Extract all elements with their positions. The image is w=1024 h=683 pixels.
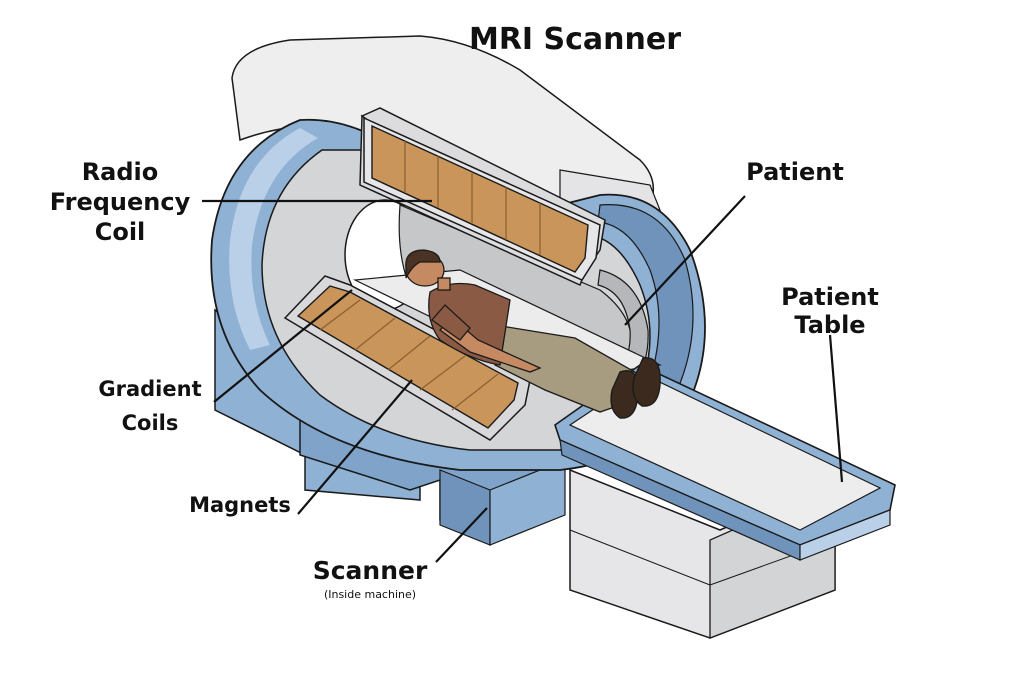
leader-gradient-coils [213,289,353,403]
label-scanner: Scanner [312,556,428,585]
patient-figure [405,249,661,419]
patient-shoe-right [632,357,661,407]
label-grad-line-1: Gradient [98,377,202,401]
scanner-ring-highlight [229,128,318,350]
label-rf-line-2: Frequency [49,188,191,216]
gradient-coil-segments [319,299,499,411]
label-grad-line-2: Coils [121,411,179,435]
label-gradient-coils: Gradient Coils [60,372,240,440]
leader-magnets [297,379,413,515]
leader-lines [202,195,844,563]
label-table-line-1: Patient [781,283,879,311]
label-rf-coil: Radio Frequency Coil [30,157,210,247]
patient-neck [437,277,451,291]
patient-sleeve [431,304,471,341]
page-title: MRI Scanner [468,22,682,57]
label-table-line-2: Table [794,311,866,339]
patient-hair [405,249,441,279]
rf-coil-segments [404,141,541,255]
leader-patient-table [828,334,844,483]
label-rf-line-3: Coil [94,218,146,246]
leader-patient [624,195,746,326]
leader-scanner [435,507,488,563]
rf-coil [371,124,589,273]
label-patient: Patient [746,158,844,186]
gradient-coil [296,285,519,429]
label-magnets: Magnets [189,493,291,517]
patient-table-end [799,509,891,561]
label-patient-table: Patient Table [760,283,900,339]
label-scanner-note: (Inside machine) [323,588,417,601]
label-rf-line-1: Radio [81,158,159,186]
